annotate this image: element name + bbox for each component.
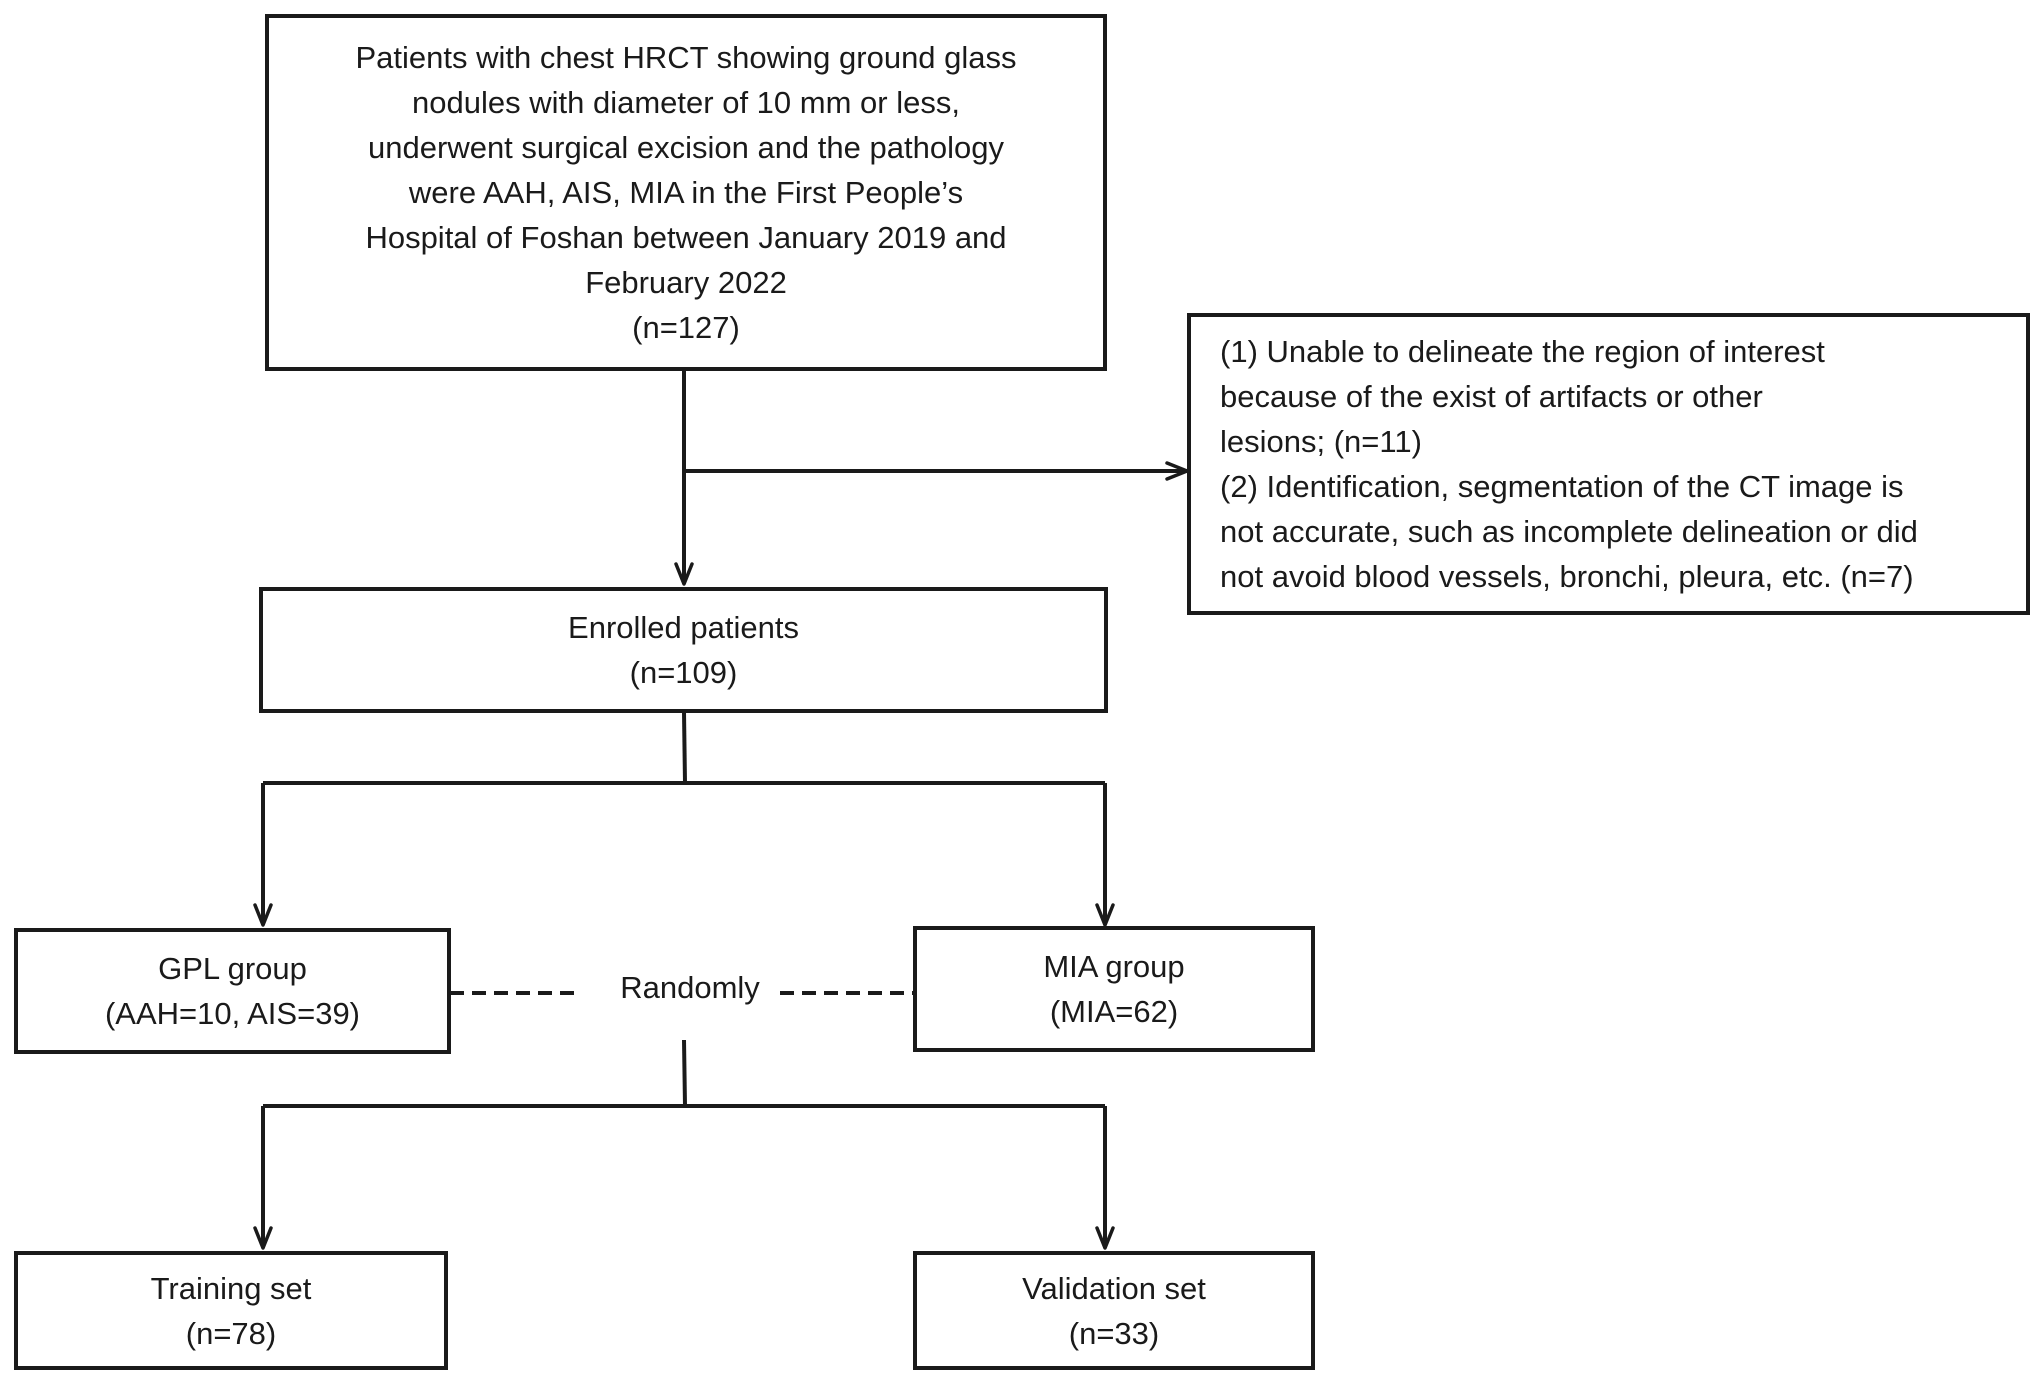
screening-line-6: February 2022 [585, 265, 787, 300]
mia-group-count: (MIA=62) [1049, 994, 1179, 1029]
gpl-group-title: GPL group [158, 951, 307, 986]
training-set-count: (n=78) [185, 1315, 277, 1351]
connector-enrolled-down [682, 711, 687, 784]
connector-randomly-down [682, 1039, 687, 1107]
screening-line-2: nodules with diameter of 10 mm or less, [412, 85, 960, 120]
enrolled-box: Enrolled patients (n=109) [259, 587, 1108, 713]
exclusion-box: (1) Unable to delineate the region of in… [1187, 313, 2030, 615]
mia-group-title: MIA group [1043, 949, 1185, 984]
screening-box: Patients with chest HRCT showing ground … [265, 14, 1107, 371]
validation-set-box: Validation set (n=33) [913, 1251, 1315, 1370]
enrolled-count: (n=109) [629, 655, 738, 690]
exclusion-line-3: lesions; (n=11) [1220, 424, 1422, 459]
randomly-label: Randomly [600, 965, 780, 1010]
exclusion-line-2: because of the exist of artifacts or oth… [1220, 379, 1763, 414]
screening-line-5: Hospital of Foshan between January 2019 … [365, 220, 1007, 255]
mia-group-box: MIA group (MIA=62) [913, 926, 1315, 1052]
validation-set-count: (n=33) [1068, 1315, 1160, 1351]
screening-count: (n=127) [632, 310, 740, 345]
gpl-group-count: (AAH=10, AIS=39) [104, 996, 361, 1031]
gpl-group-box: GPL group (AAH=10, AIS=39) [14, 928, 451, 1054]
training-set-box: Training set (n=78) [14, 1251, 448, 1370]
screening-line-1: Patients with chest HRCT showing ground … [355, 40, 1017, 75]
validation-set-title: Validation set [1022, 1270, 1206, 1306]
exclusion-line-6: not avoid blood vessels, bronchi, pleura… [1220, 559, 1914, 594]
training-set-title: Training set [150, 1270, 312, 1306]
exclusion-line-1: (1) Unable to delineate the region of in… [1220, 334, 1825, 369]
enrolled-title: Enrolled patients [568, 610, 799, 645]
exclusion-line-4: (2) Identification, segmentation of the … [1220, 469, 1904, 504]
exclusion-line-5: not accurate, such as incomplete delinea… [1220, 514, 1918, 549]
screening-line-4: were AAH, AIS, MIA in the First People’s [408, 175, 964, 210]
screening-line-3: underwent surgical excision and the path… [368, 130, 1004, 165]
